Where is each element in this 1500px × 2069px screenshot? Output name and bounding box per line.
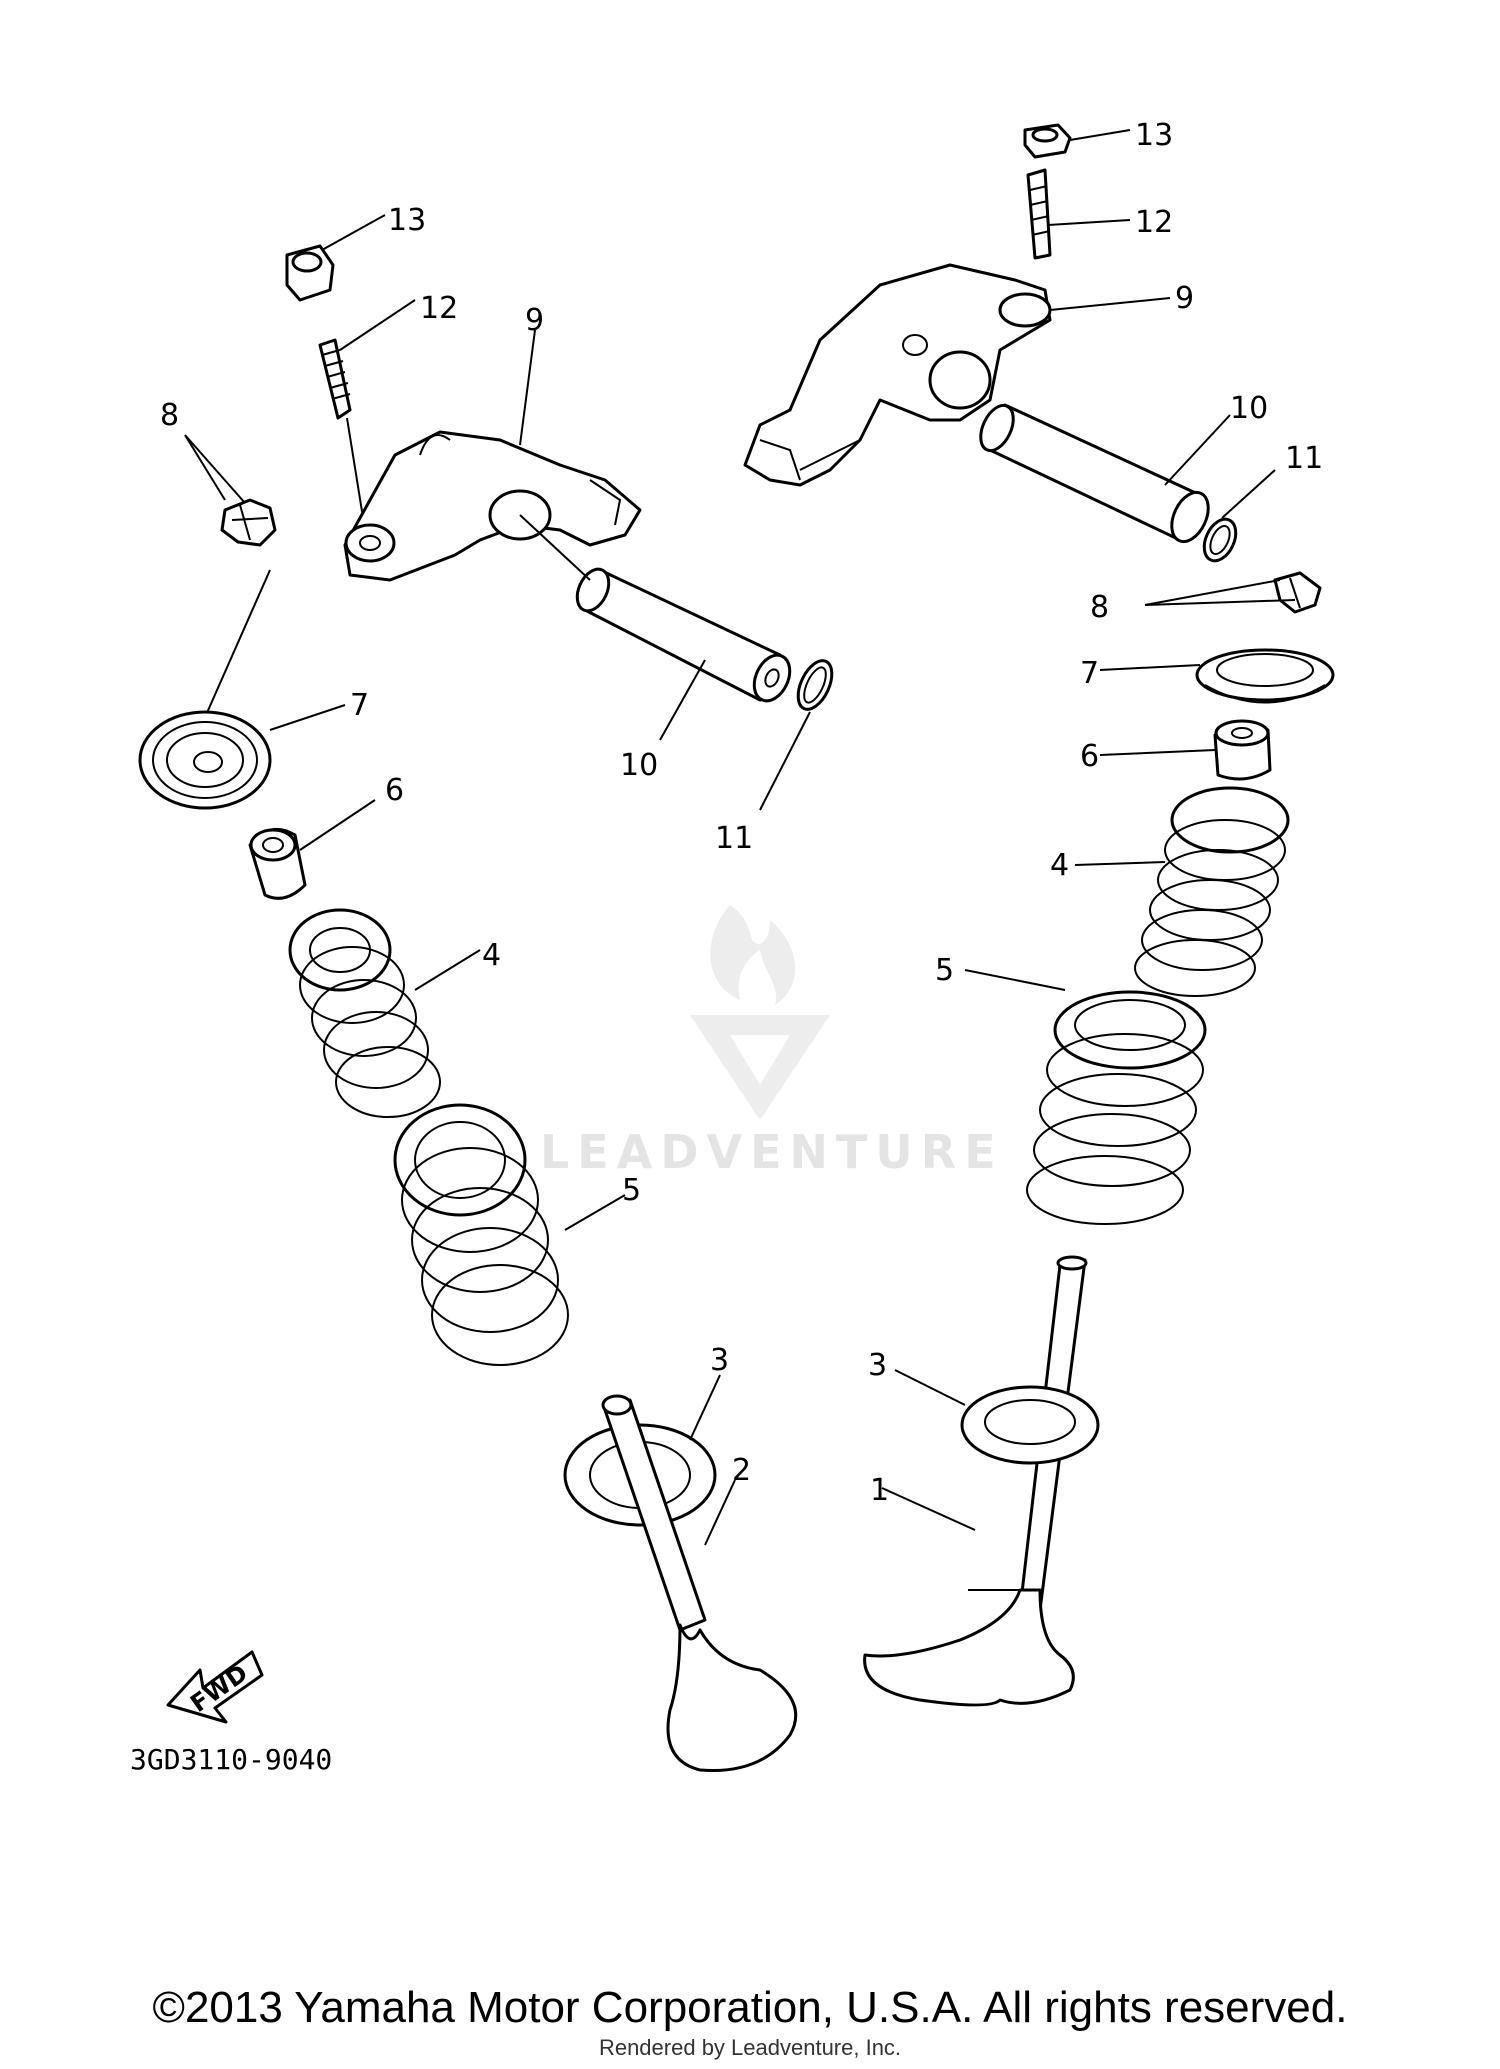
copyright-notice: ©2013 Yamaha Motor Corporation, U.S.A. A… bbox=[152, 1983, 1348, 2032]
outer-valve-spring-5-right bbox=[1026, 990, 1207, 1225]
callout-6-right: 6 bbox=[1080, 739, 1099, 774]
callout-3-right: 3 bbox=[868, 1348, 887, 1383]
valve-cotter-8-left bbox=[220, 498, 277, 547]
callout-4-right: 4 bbox=[1050, 848, 1069, 883]
adjusting-screw-12-right bbox=[1026, 168, 1052, 260]
nut-13-left bbox=[285, 244, 335, 302]
callout-2: 2 bbox=[732, 1453, 751, 1488]
callout-9-right: 9 bbox=[1175, 281, 1194, 316]
callout-8-right: 8 bbox=[1090, 590, 1109, 625]
callout-12-left: 12 bbox=[420, 291, 458, 326]
valve-cotter-8-right bbox=[1273, 571, 1322, 614]
callout-5-right: 5 bbox=[935, 953, 954, 988]
callout-10-left: 10 bbox=[620, 748, 658, 783]
fwd-arrow-icon: FWD bbox=[166, 1650, 264, 1724]
watermark-logo bbox=[690, 905, 830, 1120]
rendered-by-notice: Rendered by Leadventure, Inc. bbox=[598, 2035, 902, 2060]
callout-12-right: 12 bbox=[1135, 205, 1173, 240]
valve-stem-seal-6-right bbox=[1213, 719, 1272, 781]
callout-5-left: 5 bbox=[622, 1173, 641, 1208]
fwd-label: FWD bbox=[185, 1659, 253, 1718]
callout-10-right: 10 bbox=[1230, 391, 1268, 426]
callout-8-left: 8 bbox=[160, 398, 179, 433]
spring-retainer-7-right bbox=[1195, 648, 1335, 704]
o-ring-11-right bbox=[1202, 517, 1238, 563]
nut-13-right bbox=[1023, 123, 1072, 159]
outer-valve-spring-5-left bbox=[393, 1103, 569, 1366]
inner-valve-spring-4-left bbox=[288, 908, 441, 1118]
spring-seat-3-right bbox=[960, 1385, 1100, 1465]
callout-7-right: 7 bbox=[1080, 656, 1099, 691]
rocker-arm-9-left bbox=[343, 430, 642, 582]
valve-stem-seal-6-left bbox=[248, 827, 307, 900]
callout-11-right: 11 bbox=[1285, 441, 1323, 476]
inner-valve-spring-4-right bbox=[1134, 786, 1290, 997]
callout-6-left: 6 bbox=[385, 773, 404, 808]
callout-13-left: 13 bbox=[388, 203, 426, 238]
callout-1: 1 bbox=[870, 1473, 889, 1508]
spring-retainer-7-left bbox=[138, 710, 272, 810]
part-code: 3GD3110-9040 bbox=[130, 1743, 333, 1776]
o-ring-11-left bbox=[796, 659, 834, 711]
valve-2 bbox=[601, 1394, 798, 1773]
rocker-shaft-10-right bbox=[979, 403, 1210, 544]
rocker-shaft-10-left bbox=[575, 567, 792, 703]
adjusting-screw-12-left bbox=[318, 338, 352, 420]
callout-3-left: 3 bbox=[710, 1343, 729, 1378]
callout-11-left: 11 bbox=[715, 821, 753, 856]
valve-1 bbox=[863, 1255, 1088, 1707]
rocker-arm-9-right bbox=[743, 263, 1052, 487]
callout-13-right: 13 bbox=[1135, 118, 1173, 153]
callout-4-left: 4 bbox=[482, 938, 501, 973]
callout-9-left: 9 bbox=[525, 303, 544, 338]
callout-7-left: 7 bbox=[350, 688, 369, 723]
watermark-text: LEADVENTURE bbox=[540, 1125, 1004, 1179]
